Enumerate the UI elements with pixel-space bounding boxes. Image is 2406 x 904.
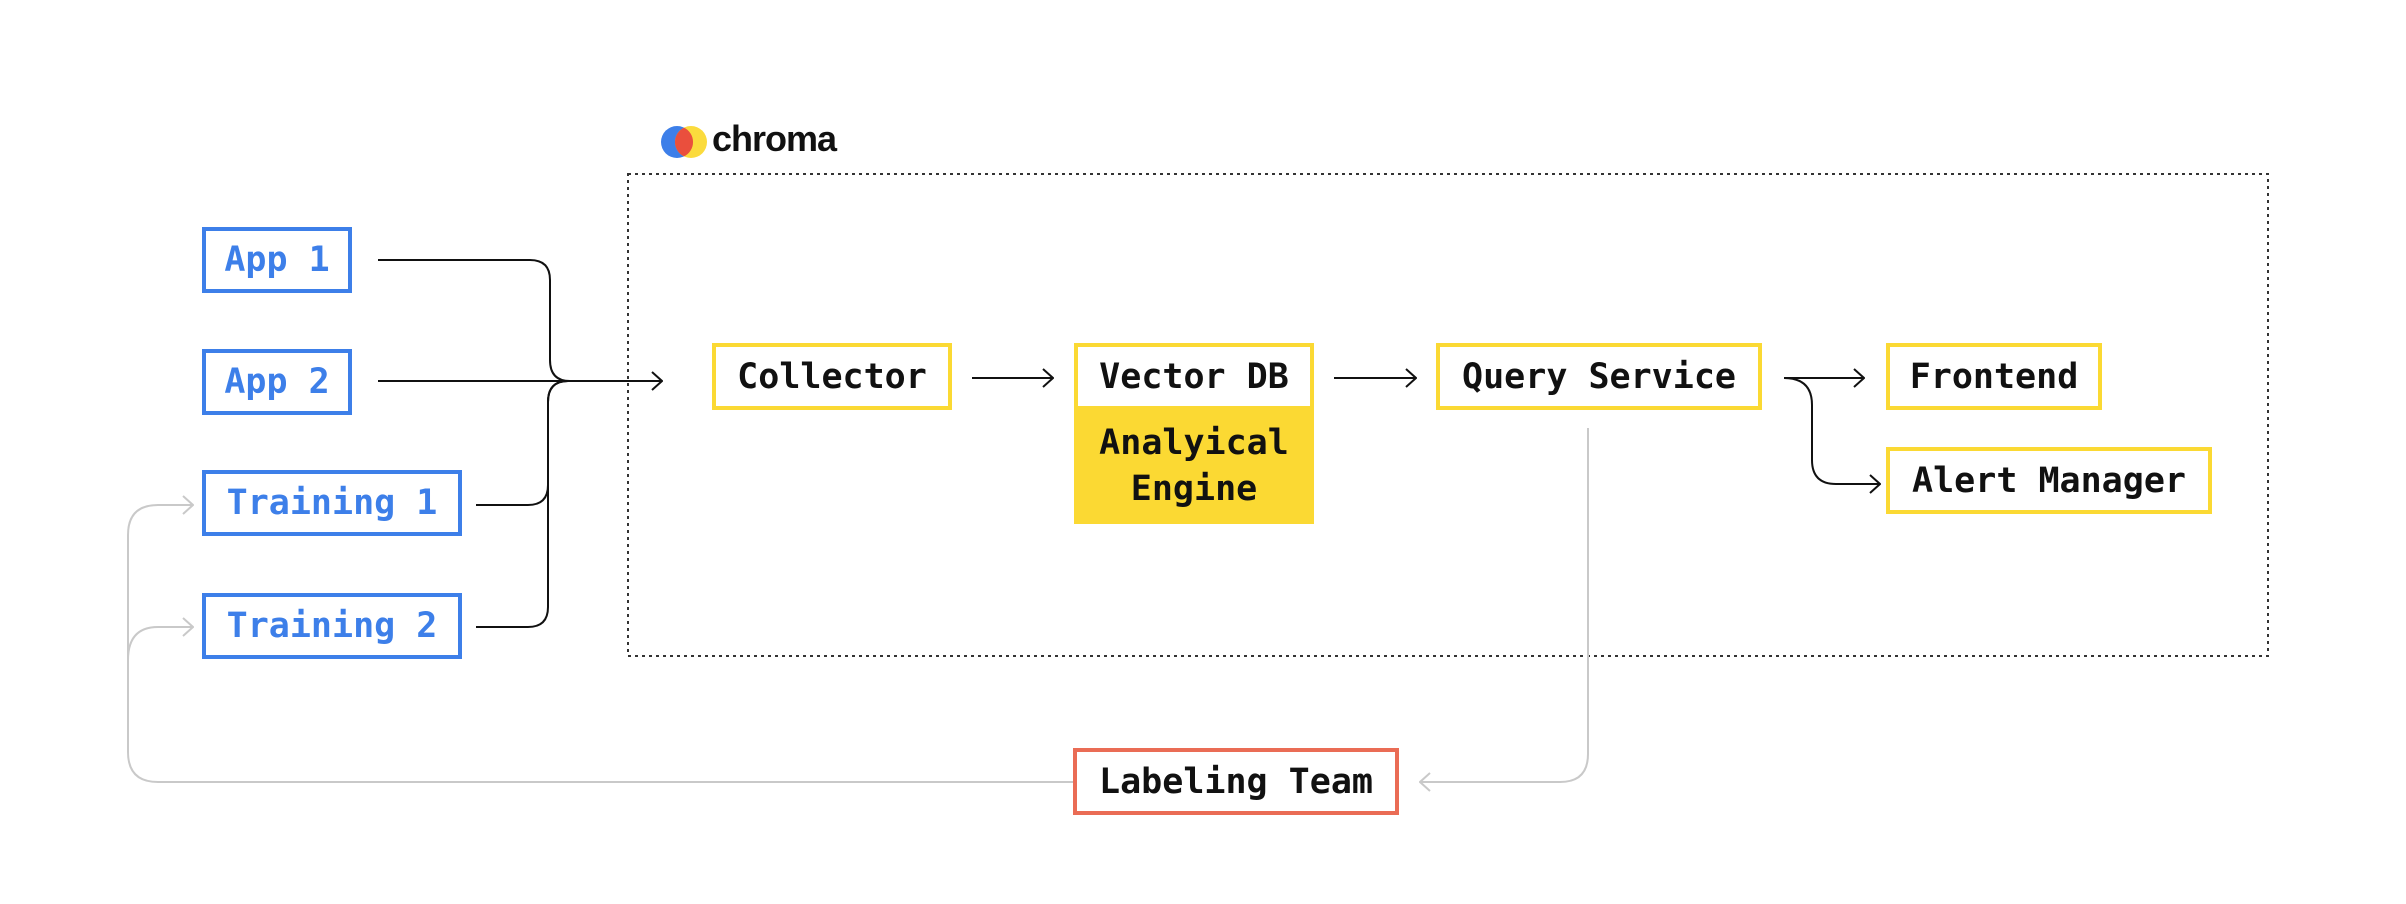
training1-connector (476, 380, 569, 506)
chroma-logo-icon (661, 126, 707, 158)
collector-label: Collector (737, 356, 927, 397)
query-to-labeling-arrow (1420, 428, 1589, 782)
app1-connector (378, 259, 571, 382)
labeling-to-training2-branch (127, 627, 193, 661)
training2-connector (476, 380, 569, 628)
query-service-box: Query Service (1436, 343, 1762, 410)
chroma-brand-name: chroma (712, 118, 837, 159)
chroma-boundary (627, 173, 2269, 657)
app-1-box: App 1 (202, 227, 352, 293)
pipeline-connectors (972, 378, 1880, 484)
training-2-label: Training 2 (226, 606, 438, 646)
collector-box: Collector (712, 343, 952, 410)
vector-db-box: Vector DB (1074, 343, 1314, 410)
app-2-label: App 2 (224, 362, 330, 402)
analytical-engine-label-line1: Analyical (1099, 422, 1289, 463)
alert-manager-label: Alert Manager (1912, 460, 2186, 501)
training-2-box: Training 2 (202, 593, 462, 659)
vector-db-label: Vector DB (1099, 356, 1289, 397)
source-connectors (378, 259, 662, 628)
app-1-label: App 1 (224, 240, 330, 280)
labeling-team-box: Labeling Team (1073, 748, 1399, 815)
training-1-label: Training 1 (226, 483, 438, 523)
app-2-box: App 2 (202, 349, 352, 415)
labeling-team-label: Labeling Team (1099, 761, 1373, 802)
analytical-engine-label-line2: Engine (1130, 468, 1258, 509)
training-1-box: Training 1 (202, 470, 462, 536)
analytical-engine-box: Analyical Engine (1074, 407, 1314, 524)
query-service-label: Query Service (1462, 356, 1736, 397)
frontend-box: Frontend (1886, 343, 2102, 410)
frontend-label: Frontend (1909, 356, 2079, 397)
feedback-connectors (127, 428, 1589, 783)
labeling-to-training-loop (127, 505, 1073, 783)
alert-manager-box: Alert Manager (1886, 447, 2212, 514)
query-to-alert-arrow (1783, 377, 1880, 484)
